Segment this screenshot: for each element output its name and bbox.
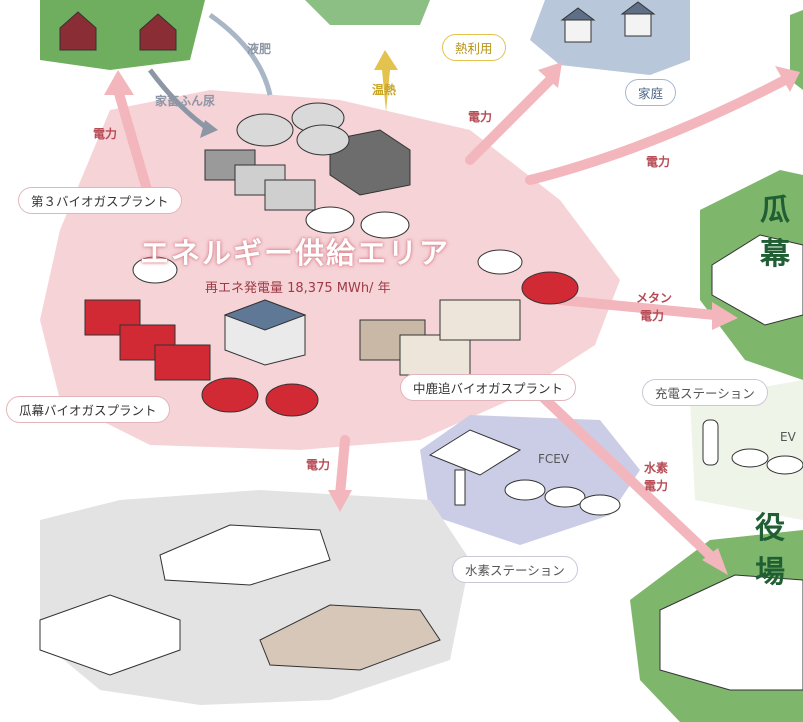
urimaku-plant-label: 瓜幕バイオガスプラント bbox=[6, 396, 170, 423]
arrow-heads bbox=[104, 62, 800, 575]
liquid-fertilizer-label: 液肥 bbox=[247, 42, 272, 56]
charging-station-label: 充電ステーション bbox=[642, 379, 768, 406]
livestock-manure-label: 家畜ふん尿 bbox=[155, 94, 216, 108]
plant-buildings bbox=[84, 129, 521, 381]
hydrogen-label: 水素 bbox=[644, 461, 669, 475]
home-label: 家庭 bbox=[625, 79, 677, 106]
third-plant-label: 第３バイオガスプラント bbox=[18, 187, 182, 214]
office-building bbox=[659, 574, 803, 691]
energy-area-subtitle: 再エネ発電量 18,375 MWh/ 年 bbox=[205, 281, 391, 296]
fcev-tag: FCEV bbox=[538, 452, 570, 466]
flow-arrows bbox=[113, 75, 790, 565]
ev-tag: EV bbox=[780, 430, 796, 444]
power-label-bottom: 電力 bbox=[306, 458, 331, 472]
arrow-head-farm bbox=[104, 70, 134, 95]
power-label-left: 電力 bbox=[93, 127, 118, 141]
hydrogen-station-structure bbox=[428, 429, 621, 516]
urimaku-area-label: 瓜幕 bbox=[760, 193, 790, 272]
arrow-hydrogen bbox=[525, 380, 720, 565]
heat-label: 温熱 bbox=[372, 83, 397, 97]
manure-arrow-head bbox=[200, 120, 218, 138]
office-area-label: 役場 bbox=[755, 511, 785, 590]
right-green-top bbox=[790, 10, 803, 90]
farm-barns bbox=[59, 11, 177, 51]
home-region bbox=[530, 0, 690, 75]
town-buildings bbox=[39, 524, 441, 676]
top-green-region bbox=[305, 0, 430, 25]
heat-arrow bbox=[374, 50, 398, 112]
urimaku-building bbox=[711, 234, 803, 326]
arrow-head-methane bbox=[712, 302, 738, 330]
arrow-head-home bbox=[538, 62, 562, 88]
arrow-methane bbox=[555, 295, 720, 320]
energy-area-title: エネルギー供給エリア bbox=[140, 236, 451, 270]
charging-station-structure bbox=[702, 419, 803, 475]
hydrogen-station-label: 水素ステーション bbox=[452, 556, 578, 583]
hydrogen-power-label: 電力 bbox=[644, 479, 669, 493]
heat-use-label: 熱利用 bbox=[442, 34, 506, 61]
arrow-to-right bbox=[525, 75, 790, 185]
arrow-to-home bbox=[465, 75, 555, 165]
fertilizer-arrow bbox=[208, 12, 273, 96]
power-label-top: 電力 bbox=[468, 110, 493, 124]
arrow-to-town bbox=[335, 435, 350, 500]
methane-label: メタン bbox=[636, 291, 673, 305]
methane-power-label: 電力 bbox=[640, 309, 665, 323]
power-label-right: 電力 bbox=[646, 155, 671, 169]
arrow-head-hydrogen bbox=[702, 548, 728, 575]
arrow-head-right bbox=[775, 66, 800, 92]
homes bbox=[560, 1, 656, 43]
arrow-head-town bbox=[328, 490, 352, 512]
digesters bbox=[132, 102, 579, 417]
arrow-to-farm bbox=[113, 85, 155, 205]
nakashikaoi-plant-label: 中鹿追バイオガスプラント bbox=[400, 374, 577, 401]
